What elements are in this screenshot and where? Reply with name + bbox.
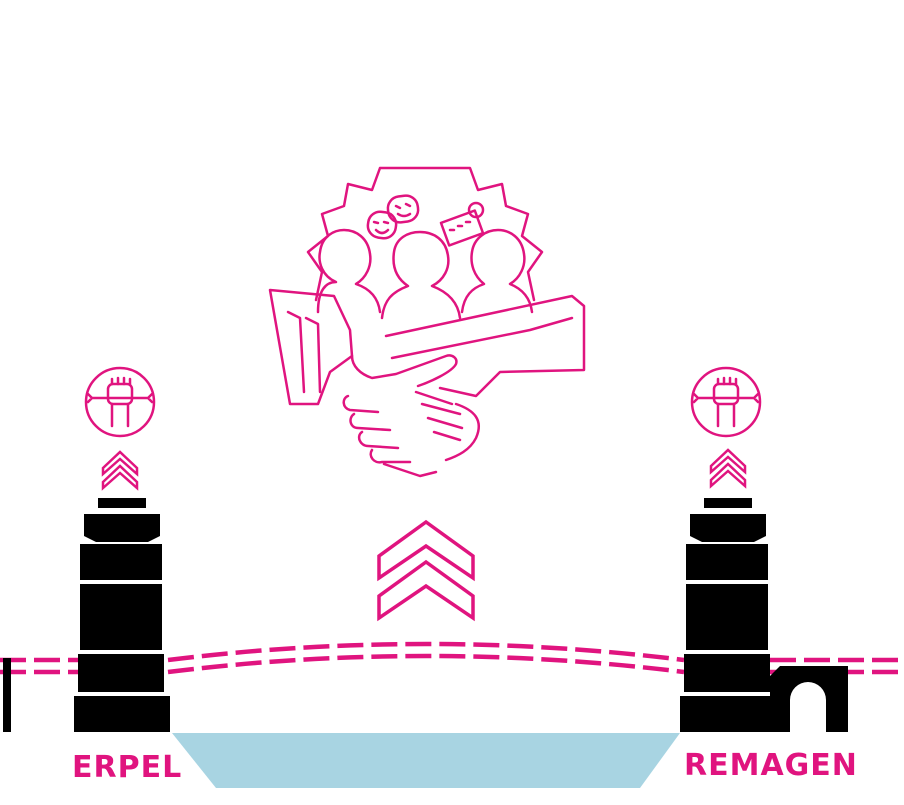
handshake-people-gear-icon	[268, 166, 586, 478]
fist-wrench-icon	[84, 366, 156, 438]
right-tower	[680, 498, 848, 732]
chevron-up-icon	[709, 448, 747, 489]
river-water	[172, 733, 680, 788]
town-label-remagen: REMAGEN	[684, 748, 858, 783]
chevron-up-icon	[101, 450, 139, 491]
town-label-erpel: ERPEL	[72, 750, 183, 785]
left-end-post	[3, 658, 11, 732]
right-arch	[770, 666, 848, 732]
fist-wrench-icon	[690, 366, 762, 438]
left-tower	[74, 498, 170, 732]
chevron-up-icon	[377, 519, 475, 622]
